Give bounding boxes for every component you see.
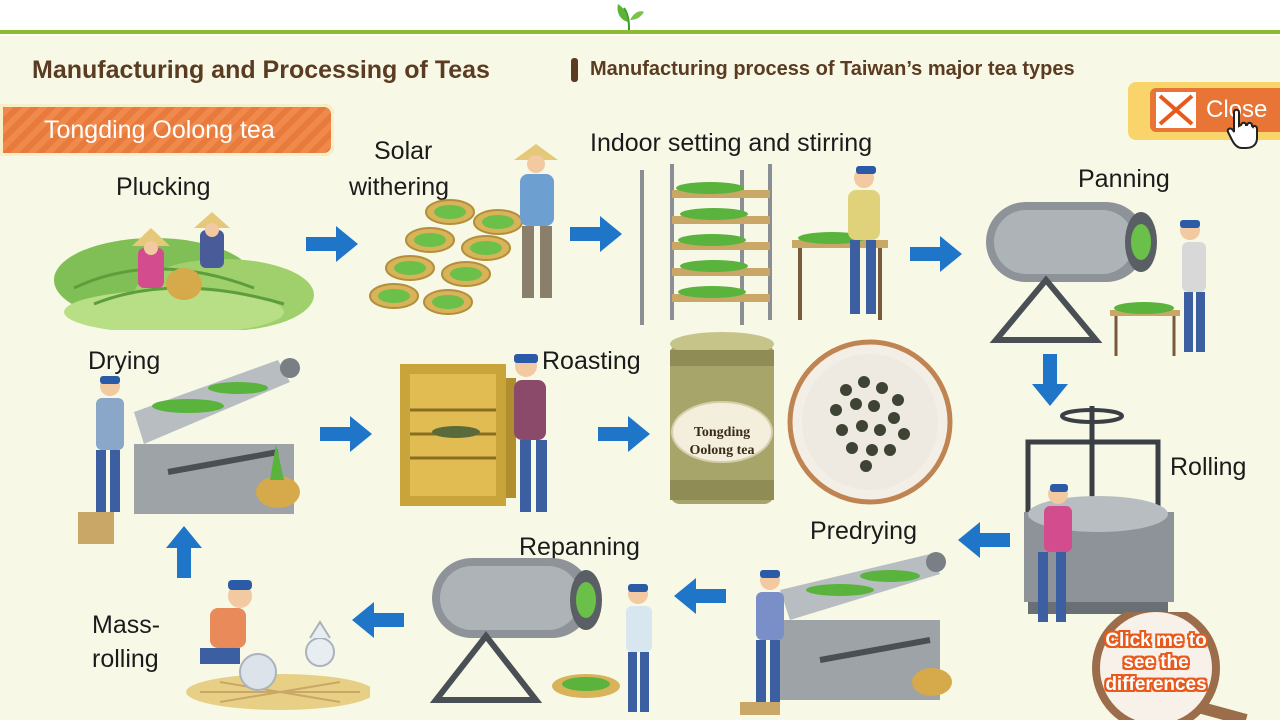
rolling-machine-illustration	[1008, 402, 1178, 632]
tea-type-label: Tongding Oolong tea	[44, 116, 275, 145]
see-differences-line2: see the	[1092, 652, 1220, 674]
indoor-setting-illustration	[632, 160, 902, 330]
solar-withering-illustration	[360, 140, 570, 320]
plucking-illustration	[54, 200, 314, 330]
arrow-right-icon	[598, 414, 652, 454]
arrow-right-icon	[306, 224, 360, 264]
mass-rolling-illustration	[170, 566, 370, 712]
tea-type-banner: Tongding Oolong tea	[0, 104, 334, 156]
arrow-right-icon	[320, 414, 374, 454]
title-separator	[571, 58, 578, 82]
arrow-down-icon	[1030, 354, 1070, 408]
step-indoor-label: Indoor setting and stirring	[590, 128, 872, 158]
tea-leaf-icon	[612, 2, 646, 32]
see-differences-button[interactable]: Click me to see the differences	[1092, 630, 1220, 696]
close-x-icon	[1154, 90, 1198, 130]
tea-can-label-line1: Tongding	[694, 425, 750, 440]
arrow-left-icon	[956, 520, 1010, 560]
see-differences-line1: Click me to	[1092, 630, 1220, 652]
arrow-right-icon	[910, 234, 964, 274]
step-predrying-label: Predrying	[810, 516, 917, 546]
tea-can-label-line2: Oolong tea	[690, 443, 755, 458]
page-title: Manufacturing and Processing of Teas	[32, 56, 490, 85]
roasting-oven-illustration	[396, 350, 576, 520]
step-massrolling-label-line1: Mass-	[92, 610, 160, 640]
drying-machine-illustration	[78, 352, 308, 552]
predrying-machine-illustration	[740, 550, 960, 715]
step-plucking-label: Plucking	[116, 172, 211, 202]
step-rolling-label: Rolling	[1170, 452, 1246, 482]
repanning-machine-illustration	[426, 550, 676, 720]
see-differences-line3: differences	[1092, 674, 1220, 696]
panning-machine-illustration	[976, 190, 1226, 360]
page-subtitle: Manufacturing process of Taiwan’s major …	[590, 58, 1075, 81]
tea-can-illustration: Tongding Oolong tea	[666, 330, 956, 516]
arrow-right-icon	[570, 214, 624, 254]
step-massrolling-label-line2: rolling	[92, 644, 159, 674]
close-button-face[interactable]: Close	[1150, 88, 1280, 132]
hand-pointer-icon	[1226, 108, 1258, 150]
arrow-left-icon	[672, 576, 726, 616]
